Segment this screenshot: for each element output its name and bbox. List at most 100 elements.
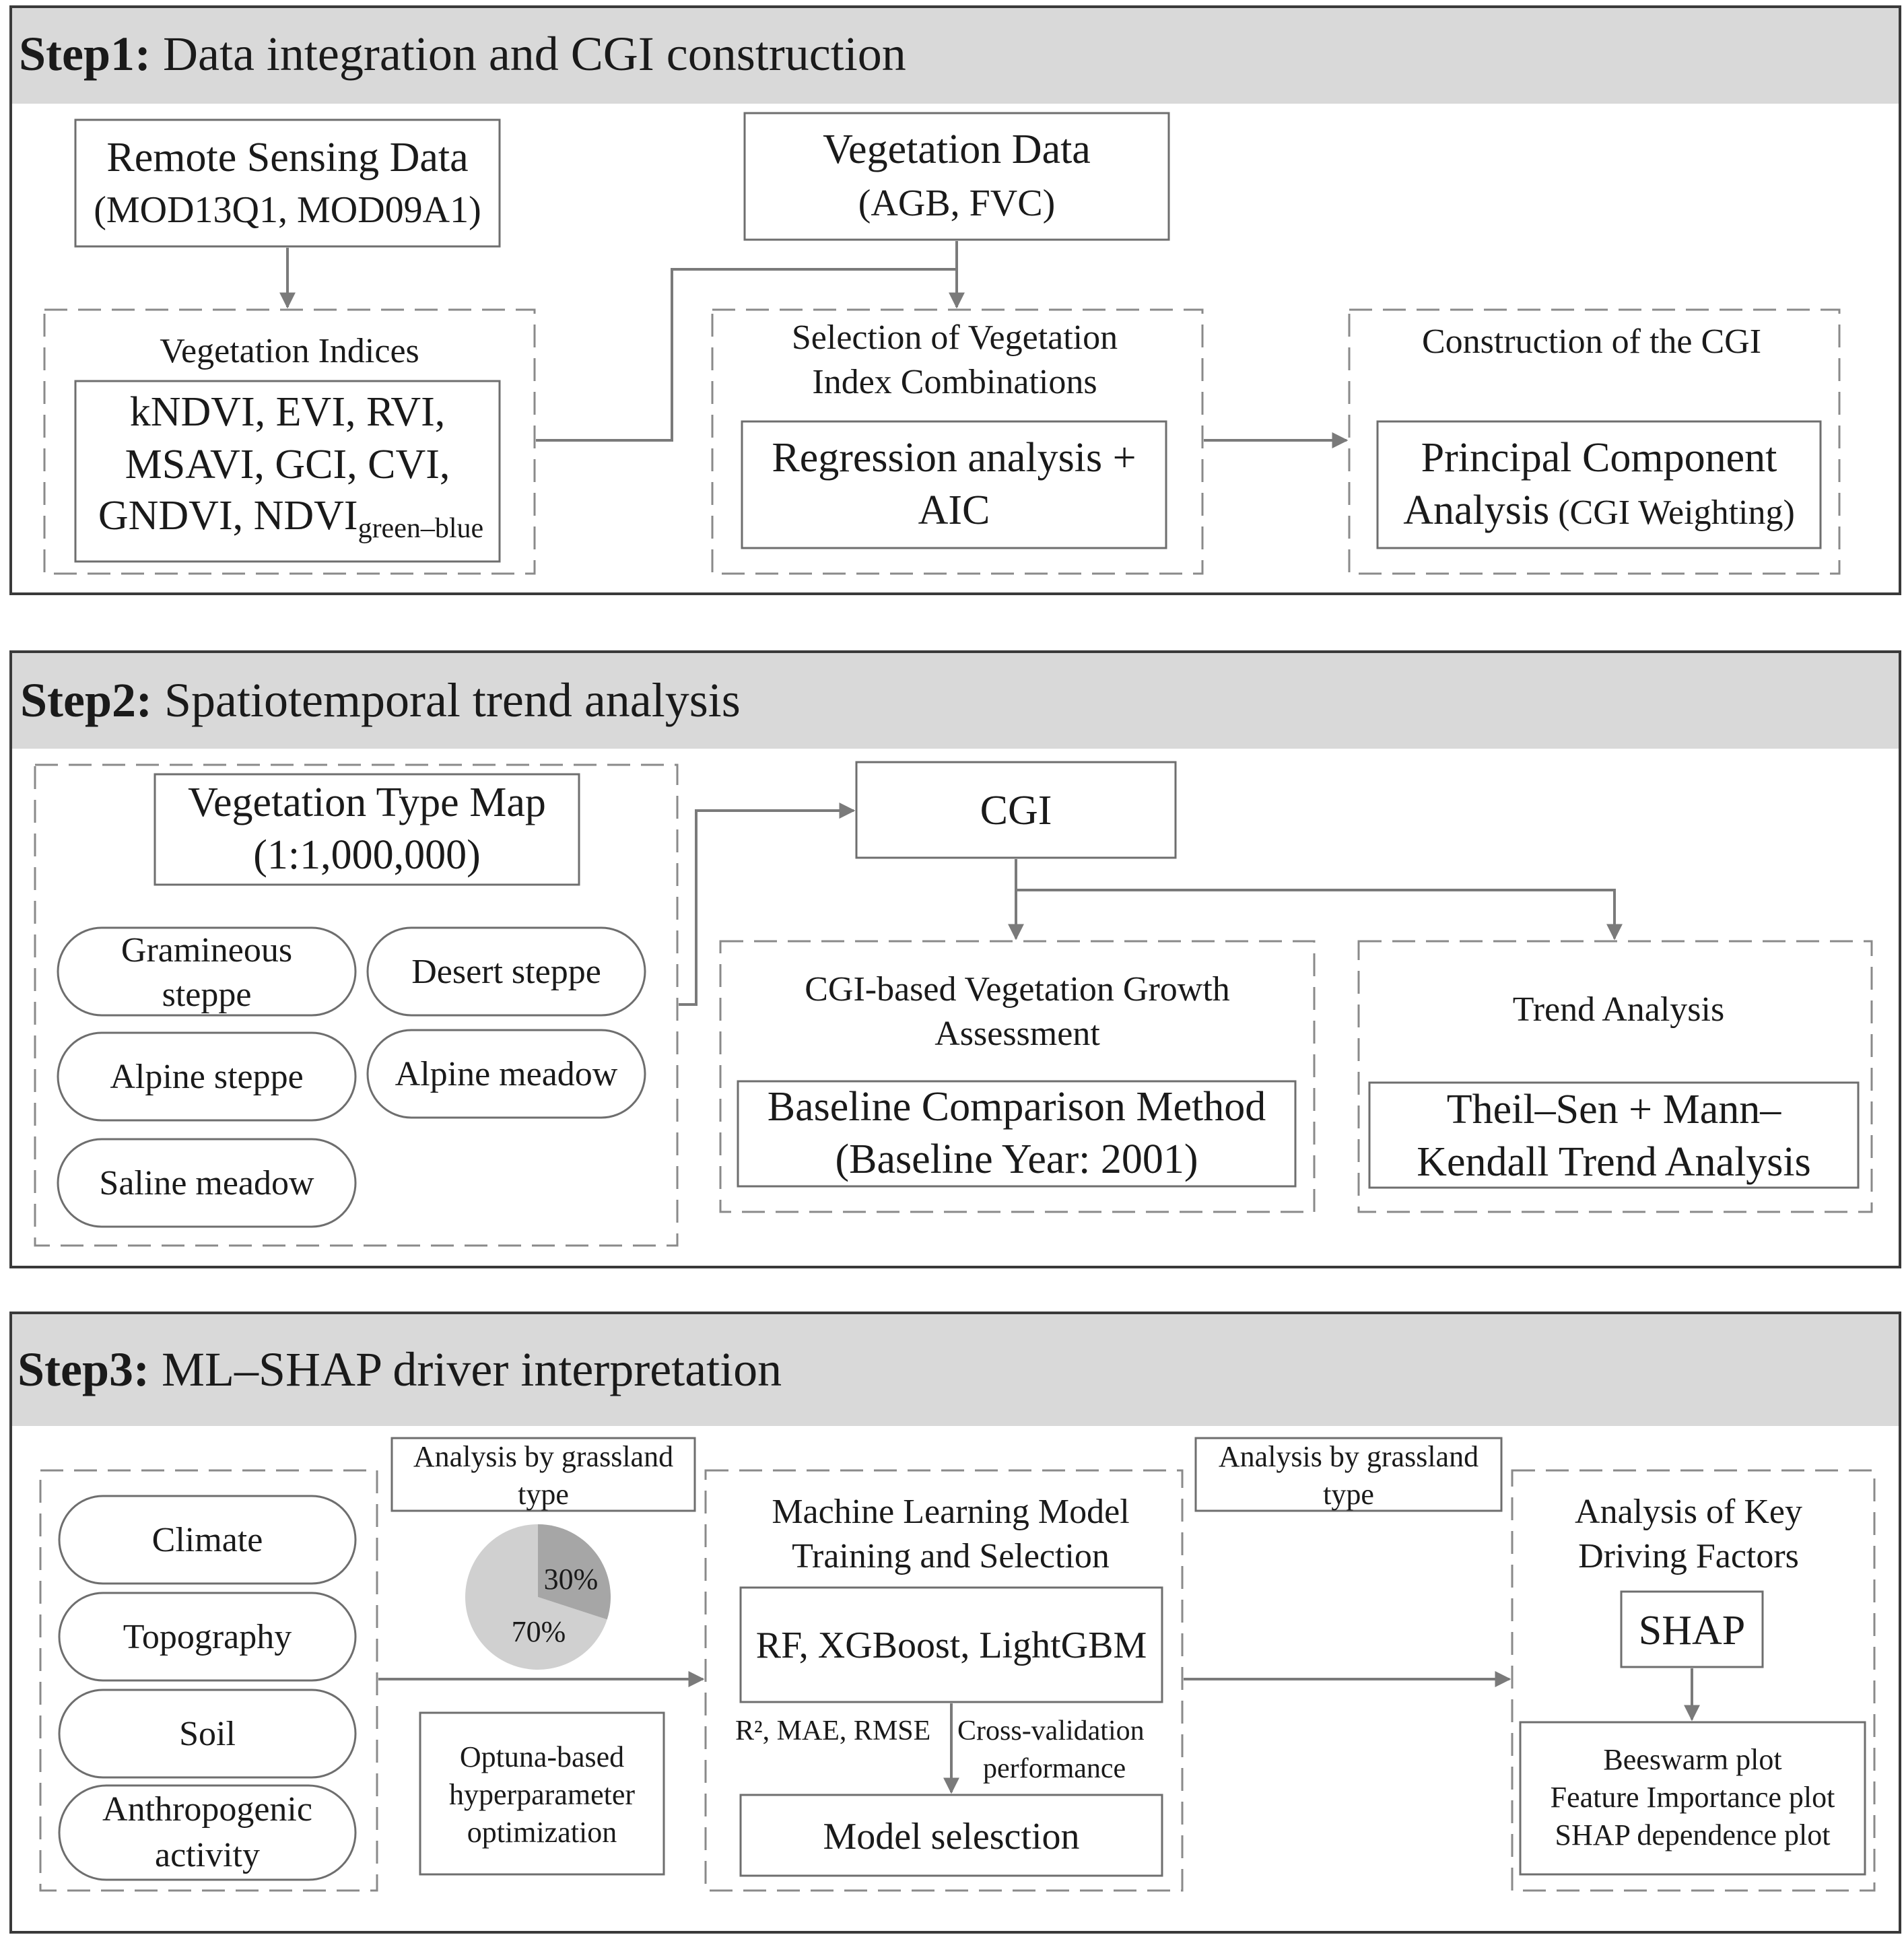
remote-sensing-box (74, 118, 501, 248)
vegetation-type-group (34, 763, 679, 1247)
alpine-meadow-label: Alpine meadow (395, 1055, 618, 1093)
pie-slice-70 (465, 1524, 607, 1670)
factors-group (39, 1469, 378, 1892)
selection-group (711, 308, 1204, 575)
indices-line3: GNDVI, NDVIgreen–blue (98, 493, 483, 544)
regression-line2: AIC (918, 487, 990, 533)
pill-topography (58, 1592, 357, 1682)
step2-panel: Step2: Spatiotemporal trend analysis Veg… (9, 650, 1901, 1268)
regression-line1: Regression analysis + (772, 435, 1136, 481)
saline-meadow-label: Saline meadow (99, 1164, 314, 1202)
cgi-box (855, 761, 1177, 859)
theil-sen-line2: Kendall Trend Analysis (1417, 1139, 1811, 1185)
ml-label-2: Training and Selection (792, 1537, 1110, 1575)
model-selection-box (739, 1794, 1163, 1877)
soil-label: Soil (179, 1715, 236, 1753)
optuna-line2: hyperparameter (449, 1778, 635, 1811)
remote-sensing-sub: (MOD13Q1, MOD09A1) (94, 189, 481, 231)
anthropogenic-line1: Anthropogenic (102, 1790, 312, 1829)
baseline-line1: Baseline Comparison Method (768, 1084, 1266, 1130)
trend-analysis-group (1357, 940, 1873, 1213)
step3-panel: Step3: ML–SHAP driver interpretation Cli… (9, 1312, 1901, 1934)
connector-indices-to-selection (536, 268, 957, 442)
model-selection-label: Model selesction (823, 1816, 1079, 1858)
growth-label-2: Assessment (934, 1015, 1100, 1053)
gramineous-line1: Gramineous (121, 931, 292, 970)
optuna-line1: Optuna-based (460, 1740, 624, 1773)
selection-label-2: Index Combinations (812, 363, 1097, 401)
grassland-type-2-line2: type (1323, 1478, 1374, 1511)
step1-panel: Step1: Data integration and CGI construc… (9, 5, 1901, 595)
optuna-box (419, 1711, 665, 1876)
theil-sen-box (1368, 1081, 1860, 1189)
regression-aic-box (741, 420, 1167, 549)
anthropogenic-line2: activity (155, 1836, 260, 1874)
shap-label: SHAP (1639, 1608, 1746, 1654)
step2-title: Step2: Spatiotemporal trend analysis (20, 673, 741, 727)
vegetation-type-map-title: Vegetation Type Map (188, 780, 546, 825)
vegetation-indices-label: Vegetation Indices (160, 332, 419, 370)
metrics-right-1: Cross-validation (957, 1715, 1145, 1746)
grassland-type-label-box-2 (1194, 1437, 1503, 1512)
arrow-types-to-cgi (679, 803, 856, 1006)
pill-desert-steppe (366, 926, 646, 1017)
pill-alpine-meadow (366, 1029, 646, 1119)
construction-group (1348, 308, 1841, 575)
pca-line1: Principal Component (1421, 435, 1777, 481)
vegetation-indices-group (43, 308, 536, 575)
split-pie: 30% 70% (465, 1524, 611, 1670)
plot-feature-importance: Feature Importance plot (1551, 1781, 1835, 1814)
key-label-1: Analysis of Key (1575, 1493, 1802, 1531)
pill-anthropogenic (58, 1784, 357, 1881)
optuna-line3: optimization (467, 1816, 617, 1849)
baseline-box (737, 1080, 1297, 1188)
step1-title: Step1: Data integration and CGI construc… (19, 27, 906, 81)
grassland-type-label-box-1 (390, 1437, 696, 1512)
climate-label: Climate (152, 1521, 263, 1559)
vegetation-data-title: Vegetation Data (823, 127, 1091, 172)
step3-title: Step3: ML–SHAP driver interpretation (18, 1342, 782, 1396)
plot-beeswarm: Beeswarm plot (1603, 1743, 1781, 1776)
alpine-steppe-label: Alpine steppe (110, 1058, 303, 1096)
remote-sensing-title: Remote Sensing Data (106, 135, 468, 180)
indices-line2: MSAVI, GCI, CVI, (125, 442, 450, 487)
pill-soil (58, 1689, 357, 1779)
shap-box (1620, 1590, 1764, 1668)
growth-label-1: CGI-based Vegetation Growth (805, 970, 1230, 1009)
growth-assessment-group (719, 940, 1316, 1213)
shap-plots-box (1519, 1721, 1866, 1876)
pill-alpine-steppe (57, 1031, 357, 1122)
baseline-line2: (Baseline Year: 2001) (836, 1136, 1198, 1182)
construction-label: Construction of the CGI (1422, 322, 1761, 361)
grassland-type-1-line2: type (518, 1478, 569, 1511)
pill-saline-meadow (57, 1138, 357, 1228)
pca-box (1376, 420, 1822, 549)
grassland-type-2-line1: Analysis by grassland (1219, 1440, 1478, 1473)
vegetation-type-map-sub: (1:1,000,000) (253, 832, 481, 878)
pie-slice-30 (538, 1524, 611, 1620)
trend-label: Trend Analysis (1513, 990, 1724, 1029)
models-label: RF, XGBoost, LightGBM (756, 1625, 1147, 1666)
vegetation-data-box (743, 112, 1170, 241)
topography-label: Topography (123, 1618, 292, 1656)
indices-line1: kNDVI, EVI, RVI, (130, 389, 446, 435)
pill-climate (58, 1495, 357, 1585)
key-label-2: Driving Factors (1578, 1537, 1799, 1575)
key-factors-group (1511, 1469, 1876, 1892)
vegetation-data-sub: (AGB, FVC) (858, 182, 1055, 224)
vegetation-type-map-box (154, 773, 580, 886)
theil-sen-line1: Theil–Sen + Mann– (1447, 1087, 1781, 1132)
ml-label-1: Machine Learning Model (772, 1493, 1129, 1531)
models-box (739, 1586, 1163, 1703)
pill-gramineous-steppe (57, 926, 357, 1017)
ml-training-group (704, 1469, 1184, 1892)
pie-label-70: 70% (512, 1615, 566, 1648)
arrow-cgi-to-trend (1016, 889, 1623, 941)
vegetation-indices-box (74, 380, 501, 563)
metrics-right-2: performance (983, 1753, 1126, 1784)
plot-dependence: SHAP dependence plot (1555, 1818, 1831, 1851)
cgi-label: CGI (980, 788, 1052, 834)
gramineous-line2: steppe (162, 976, 252, 1014)
selection-label-1: Selection of Vegetation (792, 318, 1118, 357)
